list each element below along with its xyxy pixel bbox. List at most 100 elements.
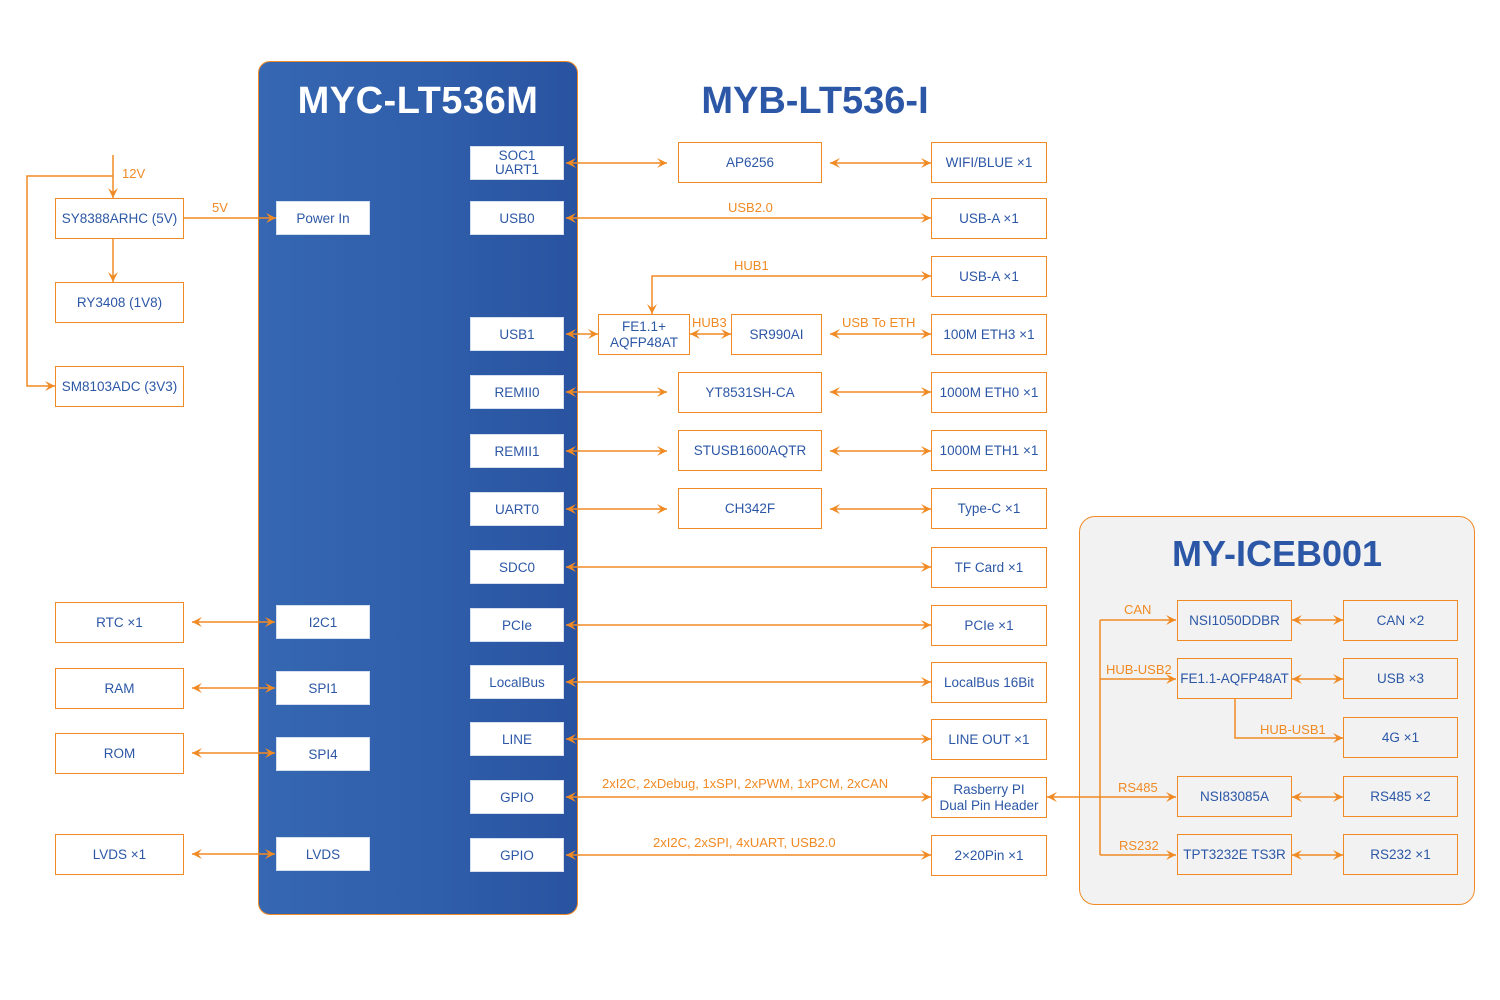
- chip-sr990ai: SR990AI: [731, 314, 822, 355]
- som-port-remii0: REMII0: [470, 375, 564, 409]
- connector-type-c: Type-C ×1: [931, 488, 1047, 529]
- som-port-uart0: UART0: [470, 492, 564, 526]
- input-voltage-label: 12V: [122, 166, 146, 181]
- chip-usb-hub: FE1.1+ AQFP48AT: [598, 314, 690, 355]
- wire-ap6256-wifi-arrowtail: [830, 158, 840, 168]
- wire-rtc-arrowtail: [192, 617, 202, 627]
- connector-line-out: LINE OUT ×1: [931, 719, 1047, 760]
- wire-localbus-arrowhead: [921, 677, 931, 687]
- chip-ap6256: AP6256: [678, 142, 822, 183]
- regulator-3v3: SM8103ADC (3V3): [55, 366, 184, 407]
- connector-usb-a-1: USB-A ×1: [931, 198, 1047, 239]
- chip-ch342f: CH342F: [678, 488, 822, 529]
- wire-hub1-down-arrowhead: [647, 304, 657, 314]
- som-port-uart1: SOC1 UART1: [470, 146, 564, 180]
- som-port-sdc0: SDC0: [470, 550, 564, 584]
- regulator-5v: SY8388ARHC (5V): [55, 198, 184, 239]
- wire-remii1-arrowhead: [657, 446, 667, 456]
- wire-usb-eth-arrowtail: [830, 329, 840, 339]
- label-can: CAN: [1124, 602, 1152, 617]
- wire-usb1-hub-arrowhead: [588, 329, 598, 339]
- som-port-usb1: USB1: [470, 317, 564, 351]
- connector-localbus: LocalBus 16Bit: [931, 662, 1047, 703]
- chip-stusb1600: STUSB1600AQTR: [678, 430, 822, 471]
- chip-nsi1050: NSI1050DDBR: [1177, 600, 1292, 641]
- label-rs485: RS485: [1118, 780, 1158, 795]
- som-port-localbus: LocalBus: [470, 665, 564, 699]
- wire-hub3-arrowhead: [721, 329, 731, 339]
- som-title: MYC-LT536M: [297, 80, 539, 122]
- wire-typec-arrowhead: [921, 504, 931, 514]
- som-port-usb0: USB0: [470, 201, 564, 235]
- wire-hub3-arrowtail: [690, 329, 700, 339]
- ram-device: RAM: [55, 668, 184, 709]
- port-4g: 4G ×1: [1343, 717, 1458, 758]
- label-hub-usb2: HUB-USB2: [1106, 662, 1172, 677]
- power-in-port: Power In: [276, 201, 370, 235]
- wire-eth1-arrowtail: [830, 446, 840, 456]
- wire-eth1-arrowhead: [921, 446, 931, 456]
- lvds-device: LVDS ×1: [55, 834, 184, 875]
- wire-pcie-arrowhead: [921, 620, 931, 630]
- chip-fe11-hub: FE1.1-AQFP48AT: [1177, 658, 1292, 699]
- label-gpio-2: 2xI2C, 2xSPI, 4xUART, USB2.0: [653, 835, 836, 850]
- wire-eth0-arrowtail: [830, 387, 840, 397]
- board-title: MYB-LT536-I: [701, 80, 929, 122]
- wire-gpio1-arrowhead: [921, 792, 931, 802]
- port-usb: USB ×3: [1343, 658, 1458, 699]
- wire-uart0-arrowhead: [657, 504, 667, 514]
- som-port-remii1: REMII1: [470, 434, 564, 468]
- wire-rpi-rs485-arrowtail: [1047, 792, 1057, 802]
- wire-sdc0-arrowhead: [921, 562, 931, 572]
- wire-remii0-arrowhead: [657, 387, 667, 397]
- port-rs485: RS485 ×2: [1343, 776, 1458, 817]
- wire-line-arrowhead: [921, 734, 931, 744]
- wire-usb0-arrowhead: [921, 213, 931, 223]
- connector-pcie: PCIe ×1: [931, 605, 1047, 646]
- label-hub3: HUB3: [692, 315, 727, 330]
- connector-eth1: 1000M ETH1 ×1: [931, 430, 1047, 471]
- output-voltage-label: 5V: [212, 200, 228, 215]
- chip-nsi83085a: NSI83085A: [1177, 776, 1292, 817]
- connector-tf-card: TF Card ×1: [931, 547, 1047, 588]
- wire-hub1: [651, 275, 931, 314]
- wire-typec-arrowtail: [830, 504, 840, 514]
- som-port-pcie: PCIe: [470, 608, 564, 642]
- label-usb2: USB2.0: [728, 200, 773, 215]
- port-can: CAN ×2: [1343, 600, 1458, 641]
- wire-eth0-arrowhead: [921, 387, 931, 397]
- som-port-line: LINE: [470, 722, 564, 756]
- rom-device: ROM: [55, 733, 184, 774]
- label-gpio-1: 2xI2C, 2xDebug, 1xSPI, 2xPWM, 1xPCM, 2xC…: [602, 776, 889, 791]
- wire-5v-1v8-arrowhead: [108, 272, 118, 282]
- label-hub-usb1: HUB-USB1: [1260, 722, 1326, 737]
- wire-rom-arrowtail: [192, 748, 202, 758]
- wire-lvds-arrowtail: [192, 849, 202, 859]
- spi4-port: SPI4: [276, 737, 370, 771]
- i2c1-port: I2C1: [276, 605, 370, 639]
- label-usb-to-eth: USB To ETH: [842, 315, 916, 330]
- wire-ap6256-wifi-arrowhead: [921, 158, 931, 168]
- wire-12v-3v3-arrowhead: [45, 381, 55, 391]
- connector-rpi-header: Rasberry PI Dual Pin Header: [931, 777, 1047, 818]
- connector-usb-a-2: USB-A ×1: [931, 256, 1047, 297]
- label-hub1: HUB1: [734, 258, 769, 273]
- label-rs232: RS232: [1119, 838, 1159, 853]
- wire-usb-eth-arrowhead: [921, 329, 931, 339]
- expansion-board-title: MY-ICEB001: [1171, 533, 1383, 574]
- lvds-port: LVDS: [276, 837, 370, 871]
- port-rs232: RS232 ×1: [1343, 834, 1458, 875]
- chip-yt8531sh: YT8531SH-CA: [678, 372, 822, 413]
- wire-hub1-arrowhead: [921, 271, 931, 281]
- regulator-1v8: RY3408 (1V8): [55, 282, 184, 323]
- chip-tpt3232e: TPT3232E TS3R: [1177, 834, 1292, 875]
- wire-gpio2-arrowhead: [921, 850, 931, 860]
- wire-uart1-ap6256-arrowhead: [657, 158, 667, 168]
- wire-12v-in-arrowhead: [108, 188, 118, 198]
- connector-wifi-bt: WIFI/BLUE ×1: [931, 142, 1047, 183]
- rtc-device: RTC ×1: [55, 602, 184, 643]
- wire-ram-arrowtail: [192, 683, 202, 693]
- connector-2x20pin: 2×20Pin ×1: [931, 835, 1047, 876]
- connector-eth3: 100M ETH3 ×1: [931, 314, 1047, 355]
